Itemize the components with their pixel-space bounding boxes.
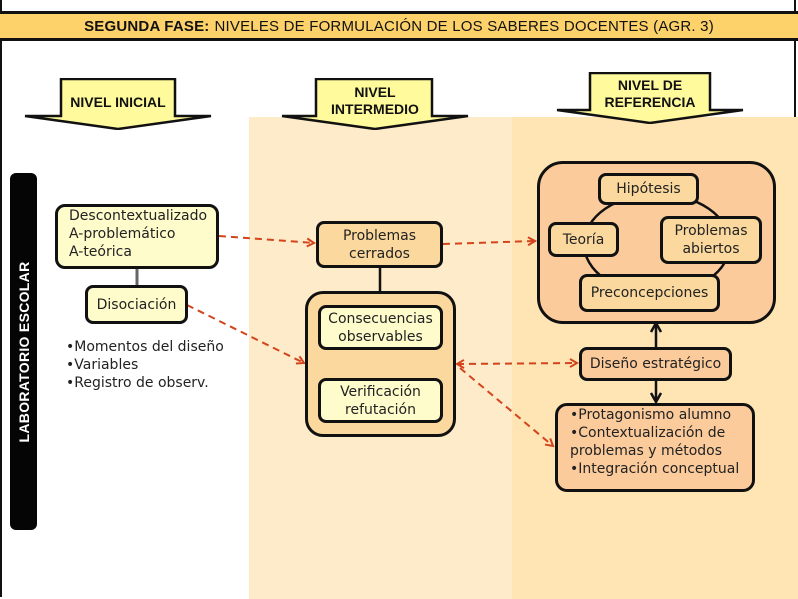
level-label-line: NIVEL DE bbox=[617, 77, 683, 93]
observable-consequences-box: Consecuencias observables bbox=[318, 305, 443, 350]
list-item: •Variables bbox=[66, 357, 139, 373]
list-item: •Contextualización de bbox=[570, 425, 726, 441]
down-arrow-icon bbox=[556, 72, 744, 124]
box-label: Preconcepciones bbox=[590, 285, 709, 301]
box-line: A-teórica bbox=[69, 244, 132, 260]
box-line: A-problemático bbox=[69, 226, 176, 242]
list-item: •Momentos del diseño bbox=[66, 339, 224, 355]
level-label-line: NIVEL bbox=[354, 84, 396, 100]
initial-bullet-list: •Momentos del diseño •Variables •Registr… bbox=[66, 338, 224, 392]
box-line: Problemas bbox=[342, 227, 417, 244]
hypothesis-box: Hipótesis bbox=[598, 173, 699, 205]
box-line: Consecuencias bbox=[328, 310, 433, 327]
outcomes-box: •Protagonismo alumno •Contextualización … bbox=[555, 403, 755, 492]
list-item: problemas y métodos bbox=[570, 443, 723, 459]
box-line: Problemas bbox=[674, 223, 748, 239]
level-label: NIVEL INTERMEDIO bbox=[280, 84, 470, 118]
open-problems-box: Problemas abiertos bbox=[660, 216, 762, 264]
initial-characteristics-box: Descontextualizado A-problemático A-teór… bbox=[55, 204, 219, 269]
list-item: •Protagonismo alumno bbox=[570, 407, 732, 423]
level-label: NIVEL INICIAL bbox=[70, 94, 166, 110]
down-arrow-icon bbox=[24, 78, 212, 130]
verification-refutation-box: Verificación refutación bbox=[318, 378, 443, 423]
box-line: cerrados bbox=[349, 245, 410, 262]
preconceptions-box: Preconcepciones bbox=[579, 274, 720, 312]
box-line: Descontextualizado bbox=[69, 208, 208, 224]
level-header-intermediate: NIVEL INTERMEDIO bbox=[280, 78, 470, 130]
level-header-initial: NIVEL INICIAL bbox=[23, 78, 213, 130]
box-label: Hipótesis bbox=[616, 181, 681, 197]
title-phase: SEGUNDA FASE: bbox=[84, 17, 210, 35]
theory-box: Teoría bbox=[548, 222, 619, 257]
down-arrow-icon bbox=[281, 78, 469, 130]
level-label-line: REFERENCIA bbox=[604, 94, 696, 110]
strategic-design-box: Diseño estratégico bbox=[579, 347, 732, 381]
list-item: •Integración conceptual bbox=[570, 461, 740, 477]
list-item: •Registro de observ. bbox=[66, 375, 209, 391]
school-laboratory-label: LABORATORIO ESCOLAR bbox=[10, 173, 37, 530]
level-label: NIVEL DE REFERENCIA bbox=[555, 77, 745, 111]
page-title: SEGUNDA FASE: NIVELES DE FORMULACIÓN DE … bbox=[0, 11, 798, 41]
dissociation-box: Disociación bbox=[85, 285, 188, 324]
box-line: abiertos bbox=[682, 241, 740, 257]
box-label: Disociación bbox=[96, 296, 177, 313]
level-header-reference: NIVEL DE REFERENCIA bbox=[555, 72, 745, 124]
side-label-text: LABORATORIO ESCOLAR bbox=[15, 261, 32, 442]
box-label: Teoría bbox=[562, 231, 605, 248]
box-line: Verificación bbox=[340, 383, 421, 400]
box-line: refutación bbox=[345, 401, 416, 418]
title-text: NIVELES DE FORMULACIÓN DE LOS SABERES DO… bbox=[214, 17, 714, 35]
closed-problems-box: Problemas cerrados bbox=[316, 221, 443, 268]
box-line: observables bbox=[338, 328, 423, 345]
level-label-line: INTERMEDIO bbox=[331, 101, 419, 117]
box-label: Diseño estratégico bbox=[589, 356, 722, 372]
